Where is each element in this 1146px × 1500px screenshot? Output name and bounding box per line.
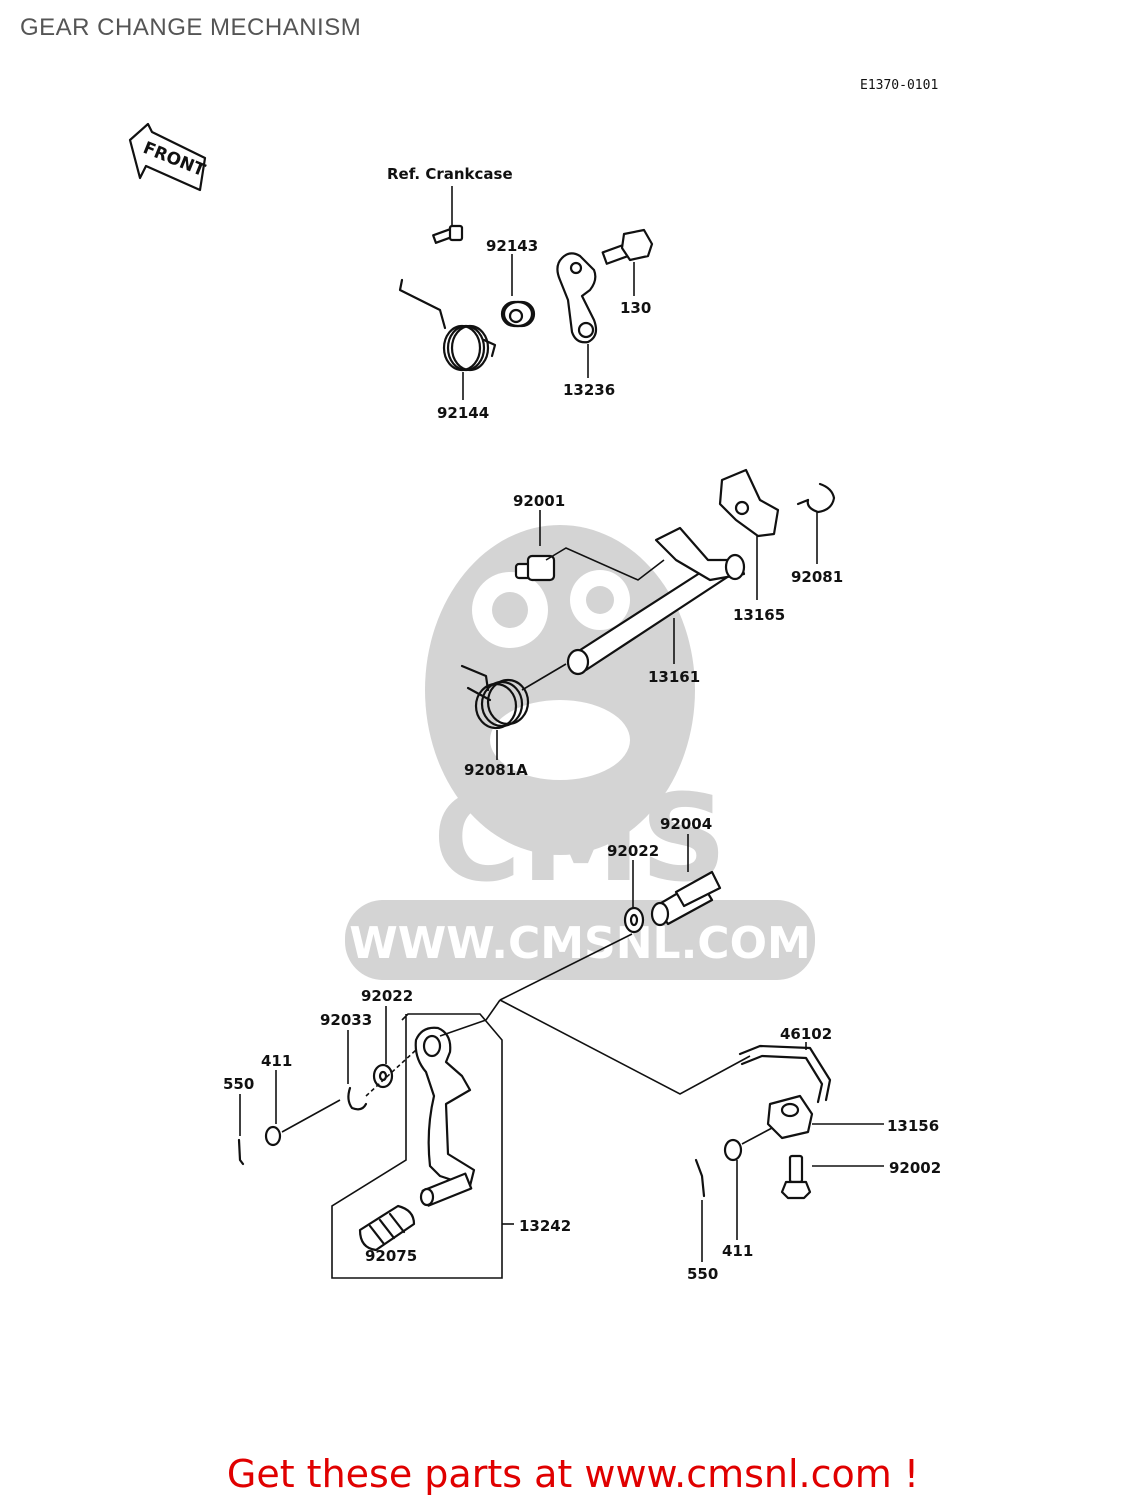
- shaft-92004: [650, 870, 722, 927]
- callout-550-right: 550: [687, 1265, 718, 1283]
- watermark: WWW.CMSNL.COM CMS: [345, 525, 815, 980]
- plate-13165: [718, 468, 780, 538]
- spring-92144: [398, 278, 497, 372]
- callout-411-left: 411: [261, 1052, 292, 1070]
- callout-92144: 92144: [437, 404, 489, 422]
- watermark-url: WWW.CMSNL.COM: [349, 918, 811, 969]
- callout-13242: 13242: [519, 1217, 571, 1235]
- washer-411-left: [264, 1125, 282, 1147]
- watermark-logo-text: CMS: [433, 770, 727, 909]
- callout-411-right: 411: [722, 1242, 753, 1260]
- front-arrow-icon: FRONT: [128, 122, 208, 192]
- callout-92002: 92002: [889, 1159, 941, 1177]
- callout-92143: 92143: [486, 237, 538, 255]
- callout-92075: 92075: [365, 1247, 417, 1265]
- footer-link-text[interactable]: Get these parts at www.cmsnl.com !: [226, 1452, 920, 1496]
- callout-13156: 13156: [887, 1117, 939, 1135]
- spring-92081A: [460, 664, 530, 730]
- callout-550-left: 550: [223, 1075, 254, 1093]
- rod-46102: [738, 1044, 832, 1104]
- callout-92022-upper: 92022: [607, 842, 659, 860]
- callout-92022-lower: 92022: [361, 987, 413, 1005]
- callout-13165: 13165: [733, 606, 785, 624]
- callout-46102: 46102: [780, 1025, 832, 1043]
- diagram-code: E1370-0101: [860, 78, 938, 93]
- lever-13236: [556, 252, 598, 344]
- callout-92081A: 92081A: [464, 761, 528, 779]
- collar-92143: [500, 300, 536, 328]
- crankcase-bolt: [432, 224, 464, 244]
- callout-13236: 13236: [563, 381, 615, 399]
- pedal-13242: [414, 1026, 476, 1207]
- callout-92033: 92033: [320, 1011, 372, 1029]
- watermark-logo: [425, 525, 695, 855]
- callout-13161: 13161: [648, 668, 700, 686]
- bolt-92002: [780, 1154, 812, 1200]
- callout-92081: 92081: [791, 568, 843, 586]
- joint-13156: [766, 1094, 814, 1140]
- circlip-92081: [806, 482, 836, 514]
- page-title: GEAR CHANGE MECHANISM: [20, 14, 362, 41]
- parts-diagram: WWW.CMSNL.COM CMS E1370-0101 FRONT Ref. …: [128, 78, 941, 1283]
- cotter-pin-550-left: [237, 1138, 245, 1166]
- circlip-92033: [347, 1086, 368, 1111]
- watermark-banner: [345, 900, 815, 980]
- shaft-13161: [566, 526, 746, 676]
- ref-crankcase-label: Ref. Crankcase: [387, 165, 513, 183]
- washer-411-right: [723, 1138, 743, 1162]
- rubber-92075: [358, 1204, 416, 1252]
- callout-92001: 92001: [513, 492, 565, 510]
- bolt-130: [601, 228, 654, 265]
- pin-92001: [514, 554, 556, 582]
- callout-130: 130: [620, 299, 651, 317]
- callout-92004: 92004: [660, 815, 712, 833]
- cotter-pin-550-right: [694, 1158, 706, 1198]
